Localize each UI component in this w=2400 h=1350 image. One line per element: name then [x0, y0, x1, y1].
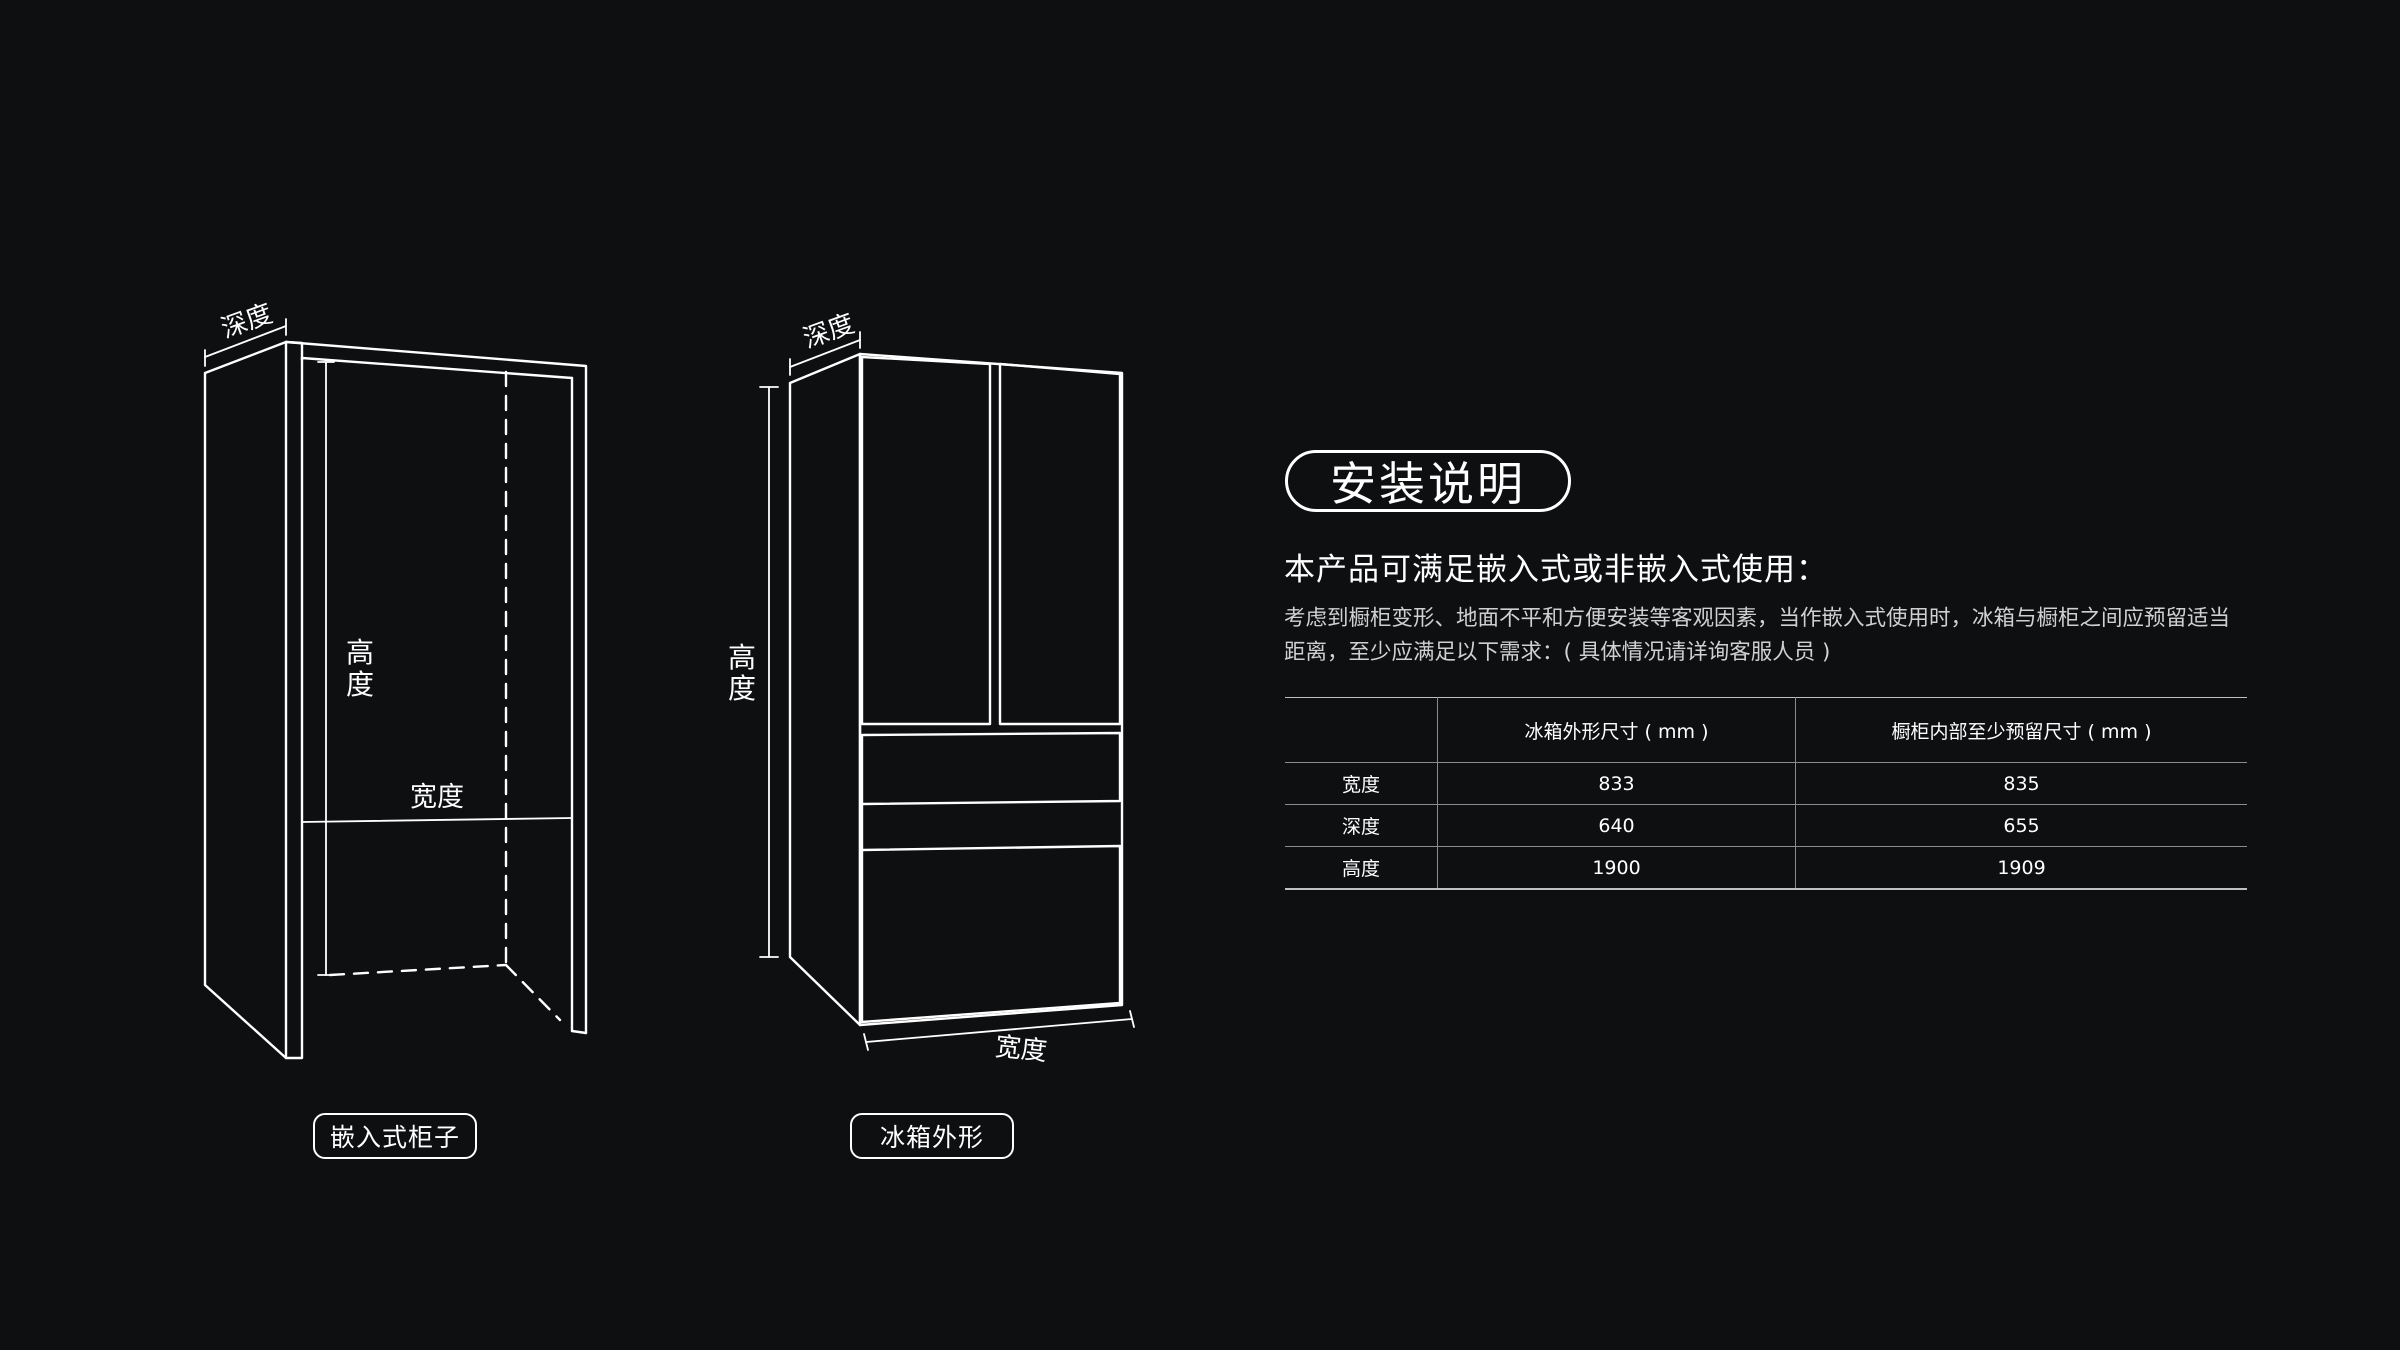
cabinet-height-label-2: 度	[346, 668, 374, 701]
table-row: 宽度 833 835	[1285, 762, 2247, 805]
fridge-width-label: 宽度	[994, 1032, 1049, 1067]
cabinet-drawing: 深度 高 度 宽度	[203, 299, 588, 1060]
table-header-row: 冰箱外形尺寸 ( mm ) 橱柜内部至少预留尺寸 ( mm )	[1285, 697, 2247, 763]
fridge-height-dimension	[759, 386, 779, 958]
cabinet-left-panel	[203, 340, 288, 1060]
table-row: 高度 1900 1909	[1285, 846, 2247, 890]
cabinet-height-dimension	[317, 361, 335, 976]
row-label: 宽度	[1285, 762, 1438, 805]
fridge-caption: 冰箱外形	[850, 1113, 1014, 1159]
cabinet-floor-back	[328, 963, 508, 977]
cabinet-floor-side	[504, 963, 562, 1022]
install-title: 安装说明	[1285, 450, 1571, 512]
table-header-cabinet: 橱柜内部至少预留尺寸 ( mm )	[1795, 697, 2247, 763]
fridge-depth-dimension	[789, 331, 861, 376]
cabinet-value: 835	[1795, 762, 2247, 805]
fridge-value: 1900	[1437, 846, 1796, 890]
row-label: 高度	[1285, 846, 1438, 890]
table-header-empty	[1285, 697, 1438, 763]
install-title-text: 安装说明	[1330, 457, 1526, 511]
cabinet-left-edge	[284, 340, 304, 1060]
row-label: 深度	[1285, 804, 1438, 847]
cabinet-top-panel	[284, 340, 588, 1035]
fridge-side-face	[788, 352, 862, 1027]
fridge-caption-text: 冰箱外形	[879, 1123, 984, 1152]
fridge-depth-label: 深度	[799, 309, 858, 355]
install-description: 考虑到橱柜变形、地面不平和方便安装等客观因素，当作嵌入式使用时，冰箱与橱柜之间应…	[1284, 606, 2231, 665]
cabinet-width-dimension	[301, 817, 573, 823]
fridge-left-door	[860, 355, 992, 726]
cabinet-value: 655	[1795, 804, 2247, 847]
cabinet-depth-label: 深度	[217, 299, 276, 345]
cabinet-caption-text: 嵌入式柜子	[329, 1123, 460, 1152]
fridge-width-dimension	[863, 1010, 1135, 1051]
install-subtitle: 本产品可满足嵌入式或非嵌入式使用：	[1284, 552, 1828, 588]
cabinet-width-label: 宽度	[410, 782, 464, 813]
cabinet-height-label-1: 高	[346, 636, 374, 669]
fridge-value: 640	[1437, 804, 1796, 847]
table-row: 深度 640 655	[1285, 804, 2247, 847]
fridge-drawing: 深度 高 度 宽度	[728, 309, 1135, 1067]
dimension-table: 冰箱外形尺寸 ( mm ) 橱柜内部至少预留尺寸 ( mm ) 宽度 833 8…	[1285, 697, 2247, 890]
fridge-height-label-1: 高	[728, 641, 756, 674]
fridge-value: 833	[1437, 762, 1796, 805]
fridge-right-door	[998, 362, 1122, 726]
fridge-lower-drawer	[860, 844, 1122, 1024]
cabinet-caption: 嵌入式柜子	[313, 1113, 477, 1159]
fridge-upper-drawer	[860, 731, 1122, 806]
table-header-fridge: 冰箱外形尺寸 ( mm )	[1437, 697, 1796, 763]
fridge-height-label-2: 度	[728, 672, 756, 705]
cabinet-depth-dimension	[204, 318, 287, 367]
cabinet-value: 1909	[1795, 846, 2247, 890]
